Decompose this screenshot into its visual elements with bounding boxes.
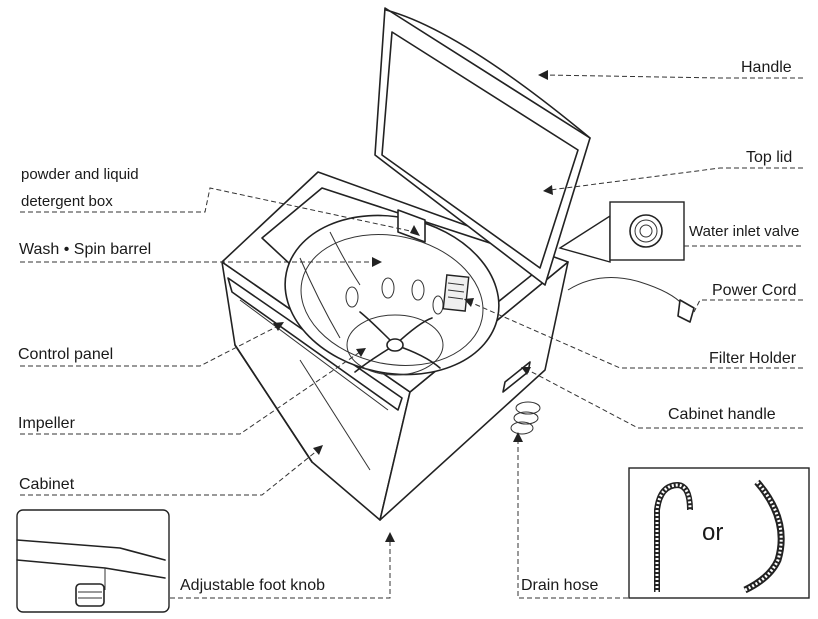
drain-hose-inset: [628, 467, 810, 599]
label-control-panel: Control panel: [18, 346, 114, 363]
impeller-drawing: [346, 311, 444, 376]
label-cabinet-handle: Cabinet handle: [668, 406, 776, 423]
label-detergent-box-line1: powder and liquid: [21, 166, 139, 183]
label-or: or: [702, 519, 724, 546]
water-inlet-valve-inset: [558, 201, 685, 263]
label-cabinet: Cabinet: [19, 476, 75, 493]
label-handle: Handle: [741, 59, 792, 76]
label-detergent-box-line2: detergent box: [21, 193, 113, 210]
label-impeller: Impeller: [18, 415, 75, 432]
top-lid-drawing: [374, 7, 591, 286]
washing-machine-illustration: [221, 7, 695, 521]
label-drain-hose: Drain hose: [521, 577, 599, 594]
filter-holder-drawing: [442, 274, 470, 312]
power-cord-drawing: [567, 277, 684, 306]
label-water-inlet-valve: Water inlet valve: [689, 223, 800, 240]
drain-hose-coil: [510, 401, 541, 435]
leader-lines: [20, 70, 803, 599]
lid-handle-ridge: [385, 9, 591, 139]
label-filter-holder: Filter Holder: [709, 350, 797, 367]
label-top-lid: Top lid: [746, 149, 793, 166]
label-power-cord: Power Cord: [712, 282, 797, 299]
foot-knob-inset: [16, 509, 170, 613]
label-adjustable-foot-knob: Adjustable foot knob: [180, 577, 325, 594]
label-wash-spin-barrel: Wash • Spin barrel: [19, 241, 152, 258]
